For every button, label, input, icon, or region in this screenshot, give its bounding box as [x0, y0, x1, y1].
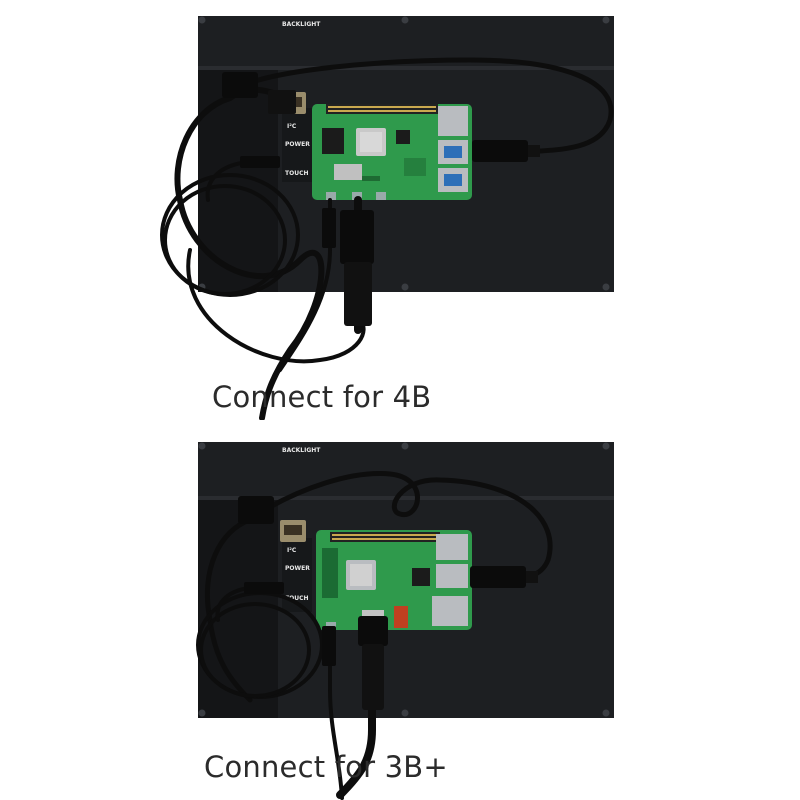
touch-label: TOUCH — [285, 595, 309, 602]
backlight-label: BACKLIGHT — [282, 21, 321, 28]
panel-4b: BACKLIGHT I²C POWER TOUCH — [160, 16, 614, 420]
caption-4b: Connect for 4B — [212, 380, 432, 414]
photo-4b: BACKLIGHT I²C POWER TOUCH — [160, 16, 614, 420]
touch-label: TOUCH — [285, 170, 309, 177]
power-label: POWER — [285, 141, 310, 148]
panel-3b-plus: BACKLIGHT I²C POWER TOUCH — [0, 430, 800, 800]
backlight-label: BACKLIGHT — [282, 447, 321, 454]
photo-3b-plus: BACKLIGHT I²C POWER TOUCH — [196, 442, 614, 800]
i2c-label: I²C — [287, 547, 297, 554]
raspberry-pi-3b-plus-board — [316, 530, 472, 630]
raspberry-pi-4b-board — [312, 104, 472, 200]
power-label: POWER — [285, 565, 310, 572]
caption-3b-plus: Connect for 3B+ — [204, 750, 448, 784]
i2c-label: I²C — [287, 123, 297, 130]
